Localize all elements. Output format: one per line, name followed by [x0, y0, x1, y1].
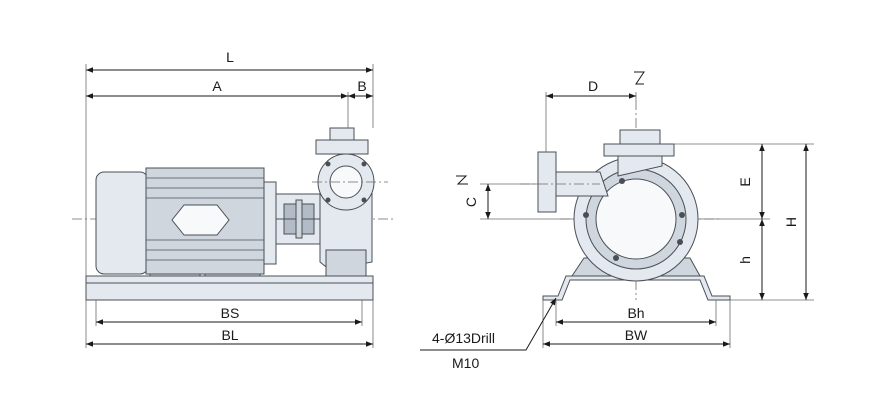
- side-view: L A B BS BL: [72, 49, 395, 348]
- coupling-bracket: [275, 193, 323, 245]
- callout-leader: [420, 297, 557, 351]
- callout-thread: M10: [452, 355, 479, 371]
- base-plate: [85, 275, 374, 301]
- dim-L-label: L: [226, 49, 234, 65]
- dim-D-label: D: [588, 78, 598, 94]
- dim-H-label: H: [783, 217, 799, 227]
- dim-h-label: h: [737, 256, 753, 264]
- terminal-box: [171, 204, 230, 236]
- dim-C-label: C: [463, 197, 479, 207]
- dim-B-label: B: [357, 78, 366, 94]
- pump-body-front: [520, 129, 699, 282]
- motor: [95, 167, 277, 275]
- dim-BL-label: BL: [221, 327, 238, 343]
- datum-mark-left: [456, 175, 468, 185]
- callout-drill: 4-Ø13Drill: [432, 330, 495, 346]
- dim-E-label: E: [737, 177, 753, 186]
- datum-mark-top: [634, 71, 645, 85]
- dim-Bh-label: Bh: [627, 305, 644, 321]
- pump-casing-side: [312, 127, 388, 277]
- dim-BS-label: BS: [221, 305, 240, 321]
- dim-BW-label: BW: [625, 327, 648, 343]
- dim-A-label: A: [212, 78, 222, 94]
- front-view: D C E h H Bh BW 4-Ø13Drill M10: [420, 71, 814, 371]
